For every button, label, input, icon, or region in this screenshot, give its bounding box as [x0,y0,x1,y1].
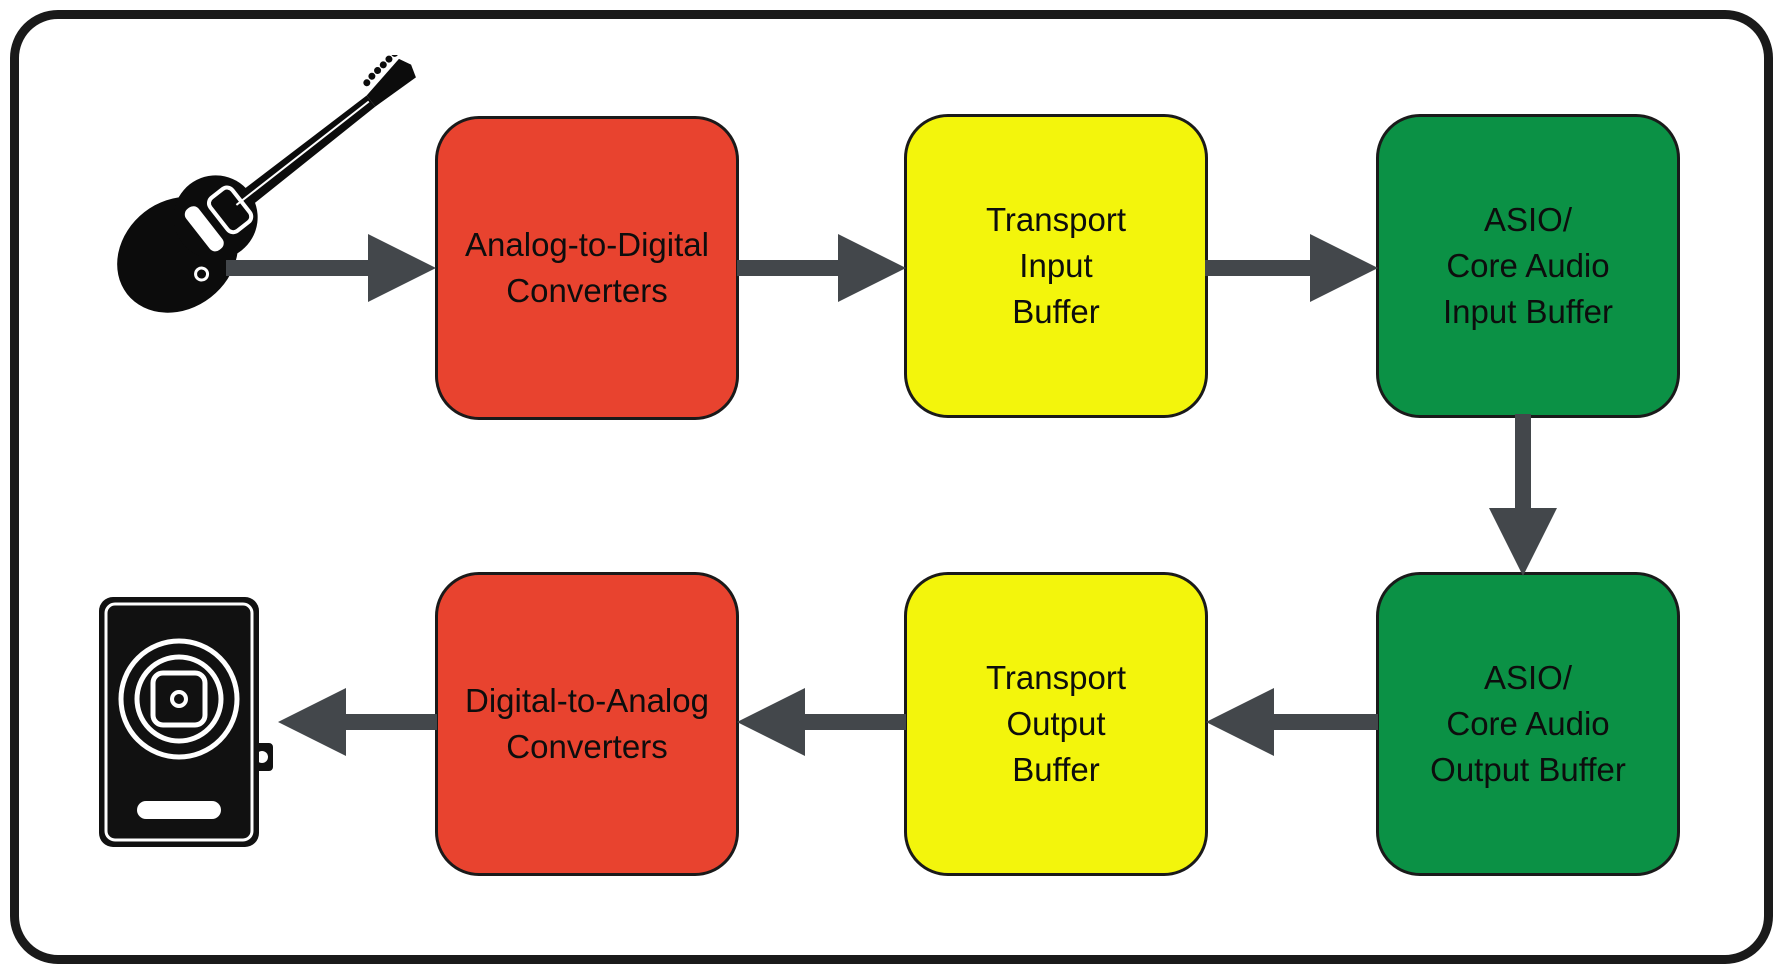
electric-guitar-svg [117,49,416,313]
node-label: Transport Input Buffer [986,200,1126,331]
node-label: Analog-to-Digital Converters [465,225,709,309]
node-analog-to-digital-converters: Analog-to-Digital Converters [435,116,739,420]
speaker-svg [99,597,273,847]
node-label: Digital-to-Analog Converters [465,681,709,765]
node-asio-core-audio-output-buffer: ASIO/ Core Audio Output Buffer [1376,572,1680,876]
diagram-border [10,10,1773,964]
node-transport-output-buffer: Transport Output Buffer [904,572,1208,876]
node-transport-input-buffer: Transport Input Buffer [904,114,1208,418]
electric-guitar-icon [95,49,460,355]
node-digital-to-analog-converters: Digital-to-Analog Converters [435,572,739,876]
studio-monitor-speaker-icon [95,595,275,850]
node-label: Transport Output Buffer [986,658,1126,789]
node-label: ASIO/ Core Audio Output Buffer [1430,658,1626,789]
node-asio-core-audio-input-buffer: ASIO/ Core Audio Input Buffer [1376,114,1680,418]
node-label: ASIO/ Core Audio Input Buffer [1442,200,1613,331]
